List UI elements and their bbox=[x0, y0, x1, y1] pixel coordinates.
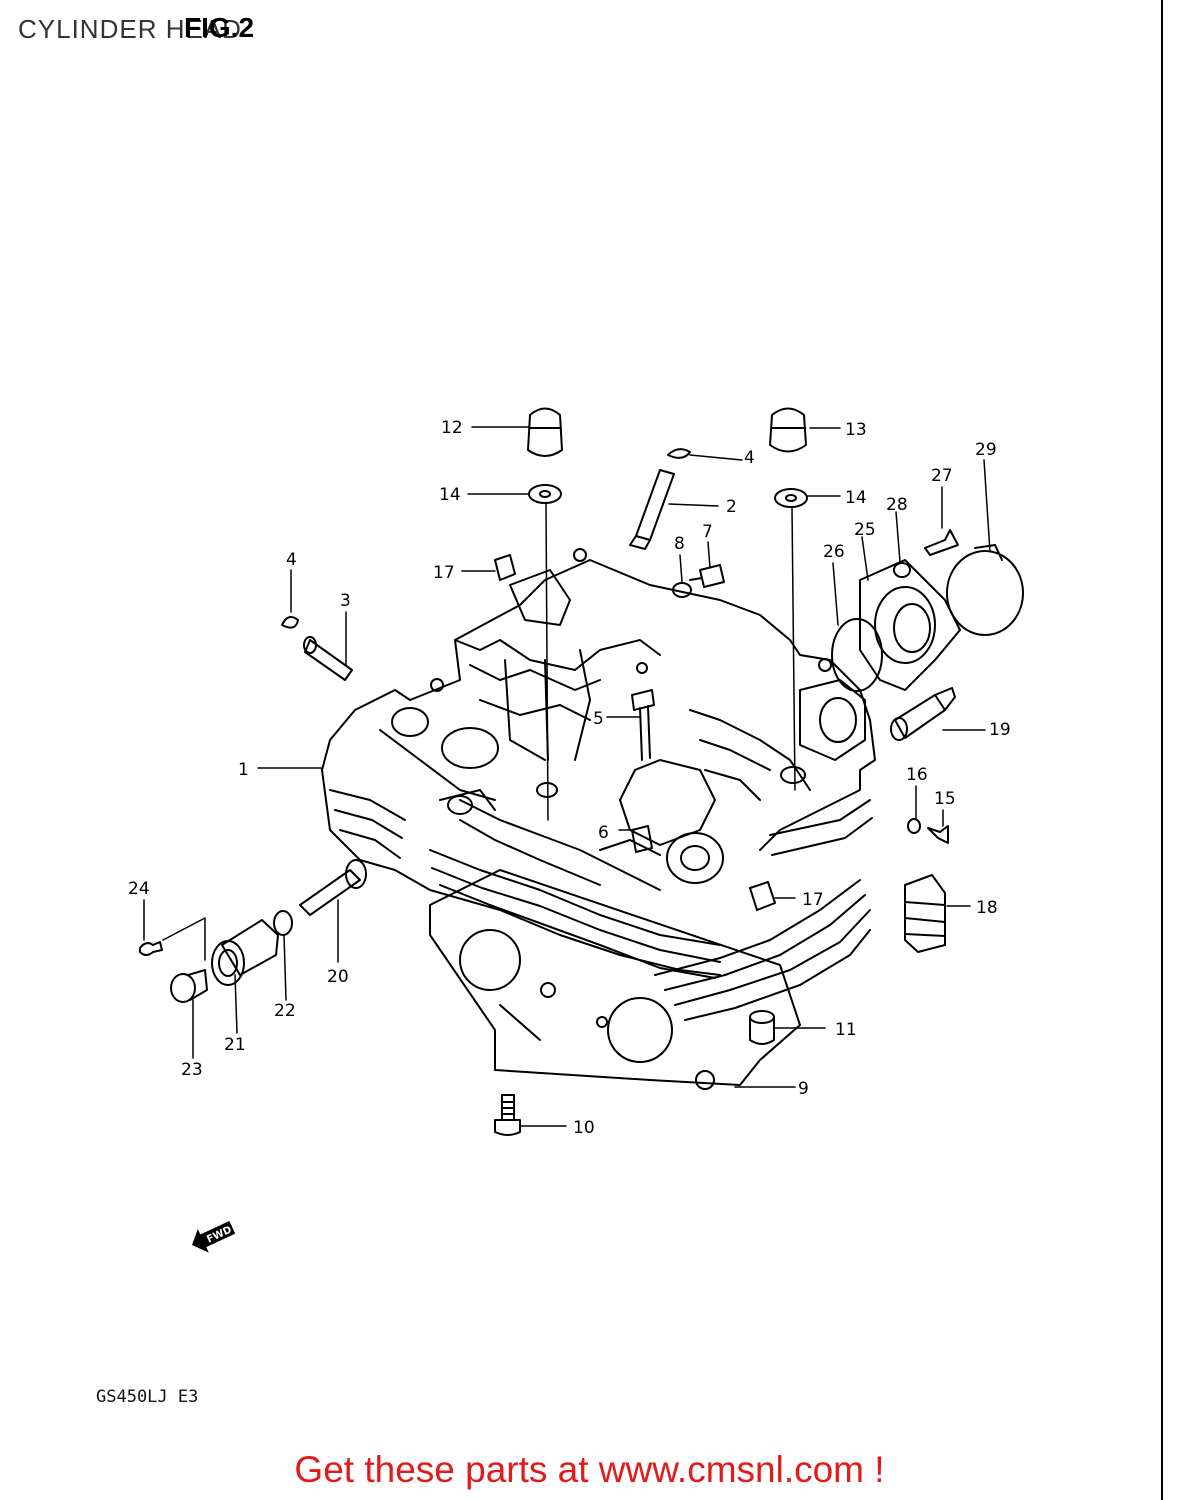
callout-27: 27 bbox=[931, 466, 953, 486]
bolt-10 bbox=[494, 1094, 521, 1136]
screw-27 bbox=[924, 529, 959, 556]
o-ring-22 bbox=[273, 910, 293, 936]
dowel-11 bbox=[749, 1010, 775, 1045]
callout-1: 1 bbox=[238, 760, 249, 780]
callout-22: 22 bbox=[274, 1001, 296, 1021]
callout-17-top: 17 bbox=[433, 563, 455, 583]
clamp-29 bbox=[946, 544, 1024, 636]
washer-8 bbox=[672, 582, 692, 598]
promo-link[interactable]: Get these parts at www.cmsnl.com ! bbox=[294, 1449, 885, 1490]
dowel-6 bbox=[631, 825, 653, 853]
callout-19: 19 bbox=[989, 720, 1011, 740]
plug-17-top bbox=[494, 554, 516, 581]
callout-4-left: 4 bbox=[286, 550, 297, 570]
callout-14-right: 14 bbox=[845, 488, 867, 508]
callout-10: 10 bbox=[573, 1118, 595, 1138]
diagram-title: CYLINDER HEAD bbox=[18, 14, 242, 44]
cap-nut-13 bbox=[769, 407, 807, 453]
callout-14-left: 14 bbox=[439, 485, 461, 505]
cap-nut-12 bbox=[527, 407, 563, 457]
valve-guide-2 bbox=[629, 469, 675, 550]
callout-11: 11 bbox=[835, 1020, 857, 1040]
o-ring-26 bbox=[831, 618, 883, 692]
callout-9: 9 bbox=[798, 1079, 809, 1099]
spark-plug-19 bbox=[890, 687, 956, 741]
cushion-18 bbox=[904, 874, 946, 953]
callout-5: 5 bbox=[593, 709, 604, 729]
callout-8: 8 bbox=[674, 534, 685, 554]
callout-13: 13 bbox=[845, 420, 867, 440]
callout-28: 28 bbox=[886, 495, 908, 515]
leader-lines bbox=[143, 426, 991, 1127]
callout-16: 16 bbox=[906, 765, 928, 785]
screw-15 bbox=[927, 825, 949, 844]
forward-arrow-icon: FWD bbox=[192, 1220, 236, 1253]
circlip-4-top bbox=[667, 448, 691, 459]
figure-label: FIG.2 bbox=[184, 12, 255, 43]
callout-20: 20 bbox=[327, 967, 349, 987]
valve-guide-3 bbox=[303, 636, 353, 681]
intake-pipe-25 bbox=[859, 559, 961, 691]
callout-12: 12 bbox=[441, 418, 463, 438]
bolt-5 bbox=[631, 689, 655, 761]
callout-24: 24 bbox=[128, 879, 150, 899]
callout-15: 15 bbox=[934, 789, 956, 809]
callout-7: 7 bbox=[702, 522, 713, 542]
cylinder-head bbox=[321, 548, 876, 1021]
callout-21: 21 bbox=[224, 1035, 246, 1055]
callout-18: 18 bbox=[976, 898, 998, 918]
gear-housing-21 bbox=[211, 919, 279, 986]
callout-3: 3 bbox=[340, 591, 351, 611]
screw-24 bbox=[139, 941, 163, 956]
callout-6: 6 bbox=[598, 823, 609, 843]
callout-23: 23 bbox=[181, 1060, 203, 1080]
cylinder-head-gasket bbox=[429, 869, 801, 1090]
washer-14-left bbox=[528, 484, 562, 504]
callout-2: 2 bbox=[726, 497, 737, 517]
page-border bbox=[1161, 0, 1163, 1500]
washer-16 bbox=[907, 818, 921, 834]
callout-17-right: 17 bbox=[802, 890, 824, 910]
washer-28 bbox=[893, 562, 911, 578]
oil-seal-23 bbox=[170, 969, 208, 1003]
callout-25: 25 bbox=[854, 520, 876, 540]
model-code: GS450LJ E3 bbox=[96, 1387, 199, 1407]
bolt-7 bbox=[689, 564, 725, 588]
callout-29: 29 bbox=[975, 440, 997, 460]
callout-4-top: 4 bbox=[744, 448, 755, 468]
tachometer-gear-20 bbox=[299, 859, 367, 916]
circlip-4-left bbox=[281, 615, 299, 629]
washer-14-right bbox=[774, 488, 808, 508]
plug-17-right bbox=[749, 881, 776, 911]
callout-26: 26 bbox=[823, 542, 845, 562]
